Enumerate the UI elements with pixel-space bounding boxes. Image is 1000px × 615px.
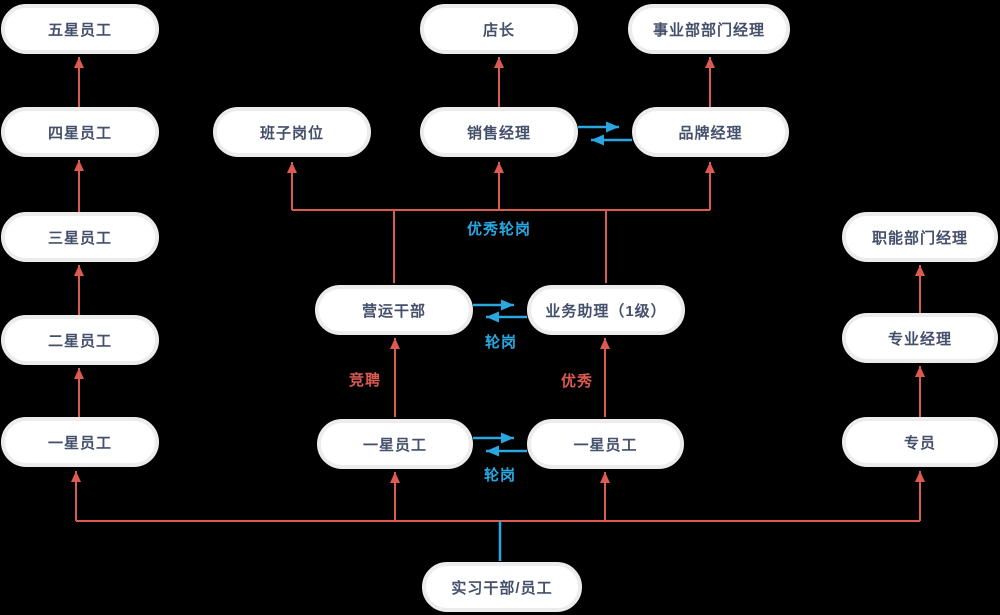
node-business-assistant-l1: 业务助理（1级） bbox=[527, 285, 685, 335]
node-professional-manager: 专业经理 bbox=[842, 313, 998, 363]
rotation-edges bbox=[473, 121, 632, 457]
node-five-star-employee: 五星员工 bbox=[1, 4, 159, 54]
node-four-star-employee: 四星员工 bbox=[1, 107, 159, 157]
node-division-dept-manager: 事业部部门经理 bbox=[628, 4, 790, 54]
label-excellent-rotation: 优秀轮岗 bbox=[466, 221, 532, 238]
node-specialist: 专员 bbox=[842, 417, 998, 467]
node-sales-manager: 销售经理 bbox=[420, 107, 578, 157]
node-intern-staff: 实习干部/员工 bbox=[422, 562, 582, 612]
label-rotation-bottom: 轮岗 bbox=[483, 467, 517, 484]
intern-distribution-tree bbox=[71, 471, 925, 522]
node-one-star-employee-mid-right: 一星员工 bbox=[527, 419, 684, 469]
node-two-star-employee: 二星员工 bbox=[1, 315, 159, 365]
excellent-rotation-tree bbox=[287, 162, 715, 283]
node-banzi-position: 班子岗位 bbox=[213, 107, 371, 157]
label-excellent: 优秀 bbox=[560, 373, 594, 390]
promotion-edges-top bbox=[494, 57, 715, 107]
node-one-star-employee-mid-left: 一星员工 bbox=[317, 419, 473, 469]
node-functional-dept-manager: 职能部门经理 bbox=[842, 212, 998, 262]
node-brand-manager: 品牌经理 bbox=[632, 107, 789, 157]
label-competition: 竞聘 bbox=[348, 372, 382, 389]
node-one-star-employee-left: 一星员工 bbox=[1, 417, 159, 467]
node-operations-cadre: 营运干部 bbox=[315, 285, 473, 335]
node-store-manager: 店长 bbox=[420, 4, 578, 54]
promotion-edges-middle bbox=[390, 338, 610, 417]
node-three-star-employee: 三星员工 bbox=[1, 212, 159, 262]
label-rotation-middle: 轮岗 bbox=[484, 334, 518, 351]
